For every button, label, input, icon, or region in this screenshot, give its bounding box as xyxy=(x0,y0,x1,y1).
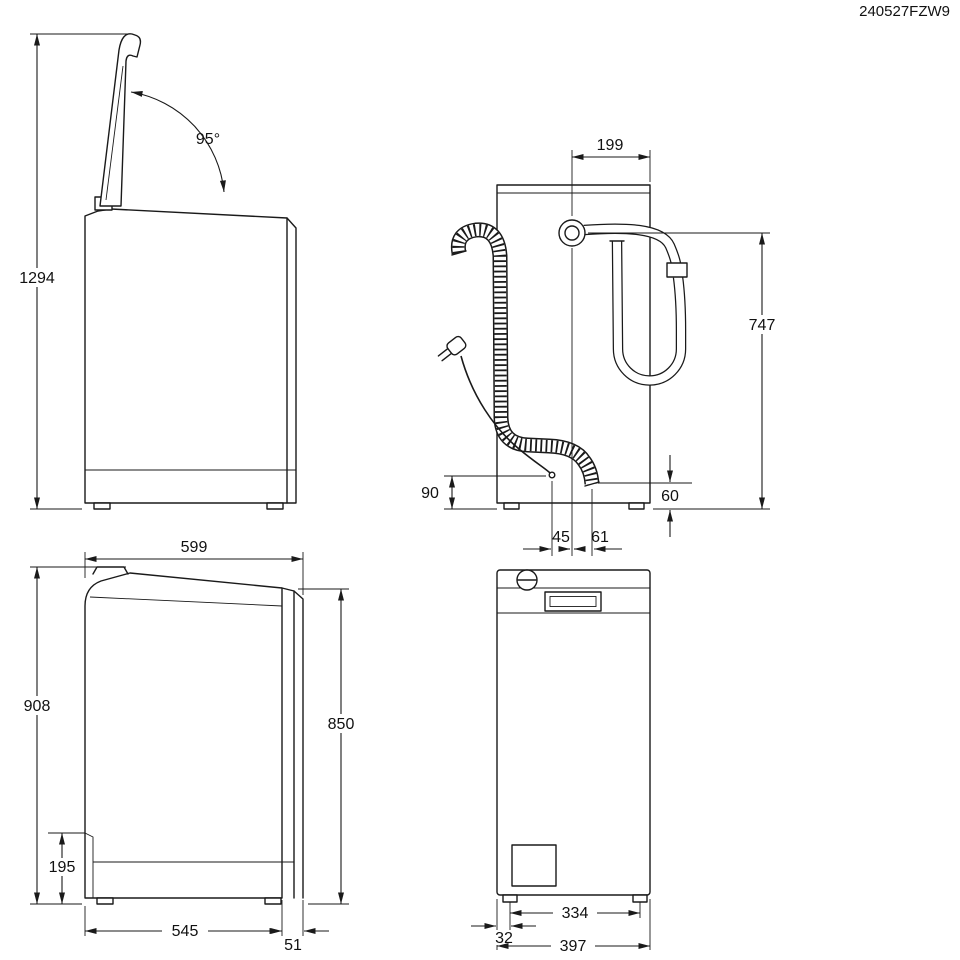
dim-label-height-total: 908 xyxy=(24,698,51,715)
foot xyxy=(96,897,114,905)
foot xyxy=(628,502,645,510)
dim-label-plinth-height: 195 xyxy=(49,859,76,876)
view-side-lid-open: 95° 1294 xyxy=(16,33,297,510)
dim-label-depth-rear: 51 xyxy=(284,937,302,954)
inlet-hose xyxy=(583,223,688,386)
dim-foot-inset: 32 xyxy=(471,899,536,950)
lid-handle xyxy=(92,566,129,575)
document-code: 240527FZW9 xyxy=(859,3,950,20)
dim-label-offset-a: 45 xyxy=(552,529,570,546)
filter-door[interactable] xyxy=(511,844,557,887)
hose-fitting xyxy=(666,262,688,278)
dim-inlet-height: 747 xyxy=(588,232,783,510)
dim-label-feet-spacing: 334 xyxy=(562,905,589,922)
power-plug xyxy=(437,335,467,362)
foot xyxy=(93,502,111,510)
dim-label-foot-inset: 32 xyxy=(495,930,513,947)
power-cord xyxy=(437,335,556,479)
dim-bottom-offsets: 45 61 xyxy=(523,481,622,556)
dim-label-depth-top: 599 xyxy=(181,539,208,556)
dim-depth-bottom: 545 51 xyxy=(84,900,329,954)
dim-inlet-offset: 199 xyxy=(571,137,651,216)
dim-plinth-height: 195 xyxy=(45,832,85,904)
foot xyxy=(502,894,518,903)
dim-height-open: 1294 xyxy=(16,33,130,510)
dim-label-width-total: 397 xyxy=(560,938,587,955)
view-side-closed: 599 908 850 195 xyxy=(16,539,362,954)
drain-hose xyxy=(450,222,600,487)
dim-label-inlet-offset: 199 xyxy=(597,137,624,154)
dim-label-inlet-height: 747 xyxy=(749,317,776,334)
open-lid xyxy=(99,33,142,207)
display-panel xyxy=(544,591,602,612)
dim-label-depth-body: 545 xyxy=(172,923,199,940)
foot xyxy=(632,894,648,903)
view-front: 334 32 397 xyxy=(471,569,651,955)
dim-drain-height: 60 xyxy=(599,455,692,537)
dim-feet-spacing: 334 xyxy=(509,902,641,930)
dim-width-total: 397 xyxy=(497,899,651,955)
foot xyxy=(266,502,284,510)
water-inlet-valve xyxy=(558,219,586,247)
program-knob[interactable] xyxy=(516,569,538,591)
dim-label-height-open: 1294 xyxy=(19,270,55,287)
foot xyxy=(264,897,282,905)
dim-height-total: 908 xyxy=(16,566,126,905)
machine-body-side xyxy=(84,566,304,905)
machine-body-front xyxy=(496,569,651,903)
dim-label-height-body: 850 xyxy=(328,716,355,733)
dim-depth-top: 599 xyxy=(84,539,304,595)
dim-height-body: 850 xyxy=(298,588,362,905)
dim-label-drain-height: 60 xyxy=(661,488,679,505)
dim-label-cord-height: 90 xyxy=(421,485,439,502)
view-rear: 199 747 90 60 xyxy=(421,137,783,556)
dim-cord-height: 90 xyxy=(421,475,546,510)
machine-body-side-open xyxy=(84,196,297,510)
dim-lid-angle: 95° xyxy=(130,90,226,193)
foot xyxy=(503,502,520,510)
dim-label-offset-b: 61 xyxy=(591,529,609,546)
dim-label-lid-angle: 95° xyxy=(196,131,220,148)
